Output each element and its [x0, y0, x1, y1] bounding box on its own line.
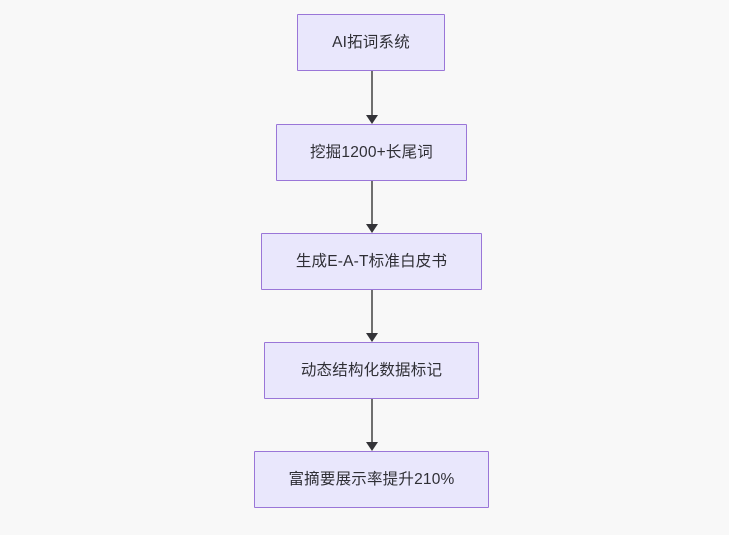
flow-node-generate-eat-whitepaper[interactable]: 生成E-A-T标准白皮书 — [261, 233, 482, 290]
connector-n4-n5 — [365, 399, 379, 451]
connector-shaft — [371, 71, 373, 115]
flow-node-label: 动态结构化数据标记 — [300, 361, 443, 379]
connector-shaft — [371, 399, 373, 442]
flow-node-rich-snippet-impression-uplift[interactable]: 富摘要展示率提升210% — [254, 451, 489, 508]
flow-node-label: 挖掘1200+长尾词 — [309, 143, 434, 161]
connector-n3-n4 — [365, 290, 379, 342]
arrowhead-icon — [366, 224, 378, 233]
flow-node-ai-keyword-system[interactable]: AI拓词系统 — [297, 14, 445, 71]
flow-node-label: 富摘要展示率提升210% — [288, 470, 455, 488]
arrowhead-icon — [366, 333, 378, 342]
connector-n2-n3 — [365, 181, 379, 233]
connector-n1-n2 — [365, 71, 379, 124]
connector-shaft — [371, 181, 373, 224]
arrowhead-icon — [366, 115, 378, 124]
arrowhead-icon — [366, 442, 378, 451]
flow-node-mine-longtail-keywords[interactable]: 挖掘1200+长尾词 — [276, 124, 467, 181]
flow-node-label: AI拓词系统 — [332, 33, 410, 51]
flow-node-dynamic-structured-data-markup[interactable]: 动态结构化数据标记 — [264, 342, 479, 399]
flow-node-label: 生成E-A-T标准白皮书 — [295, 252, 448, 270]
connector-shaft — [371, 290, 373, 333]
